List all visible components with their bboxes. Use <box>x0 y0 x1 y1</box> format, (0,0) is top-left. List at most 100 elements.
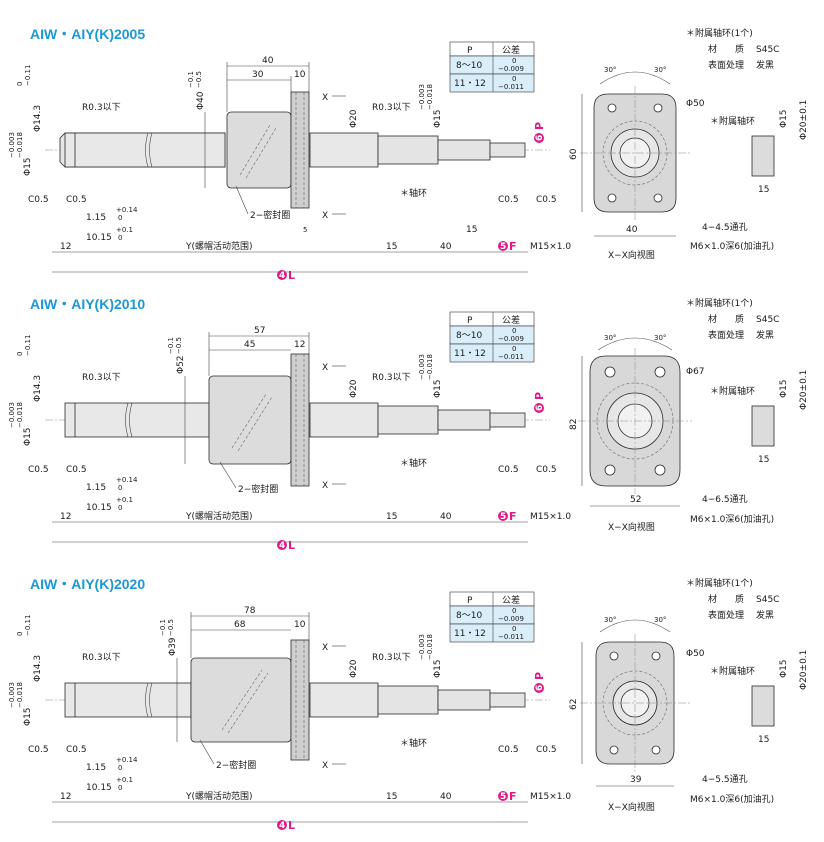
svg-text:+0.14: +0.14 <box>116 476 138 484</box>
svg-text:Φ20±0.1: Φ20±0.1 <box>799 370 809 410</box>
dim-d15-right: Φ15 <box>433 109 443 128</box>
svg-text:＊轴环: ＊轴环 <box>400 737 427 749</box>
shaft-dimensions: 0 −0.11 Φ14.3 −0.003 −0.018 Φ15 R0.3以下 R… <box>8 615 571 832</box>
svg-text:M15×1.0: M15×1.0 <box>530 242 571 252</box>
svg-text:11・12: 11・12 <box>454 349 486 359</box>
svg-text:0: 0 <box>118 484 122 492</box>
svg-text:R0.3以下: R0.3以下 <box>372 103 411 113</box>
seal-label: 2−密封圈 <box>216 759 256 771</box>
height-dim: 60 <box>569 148 579 160</box>
svg-text:15: 15 <box>758 455 769 465</box>
tolerance-table: P 公差 8〜10 11・12 0 −0.009 0 −0.011 <box>449 311 535 363</box>
svg-text:−0.11: −0.11 <box>24 615 32 636</box>
svg-text:5: 5 <box>500 242 506 252</box>
svg-text:Φ14.3: Φ14.3 <box>33 375 43 402</box>
svg-text:30°: 30° <box>654 334 666 342</box>
svg-text:F: F <box>509 790 517 803</box>
svg-text:0: 0 <box>118 234 122 242</box>
svg-text:+0.1: +0.1 <box>116 226 133 234</box>
svg-text:＊附属轴环: ＊附属轴环 <box>710 115 755 127</box>
svg-text:0: 0 <box>512 345 516 353</box>
shaft-dimensions: 0 −0.11 Φ14.3 −0.003 −0.018 Φ15 R0.3以下 R… <box>8 65 571 282</box>
svg-text:表面处理: 表面处理 <box>708 59 744 71</box>
svg-text:−0.5: −0.5 <box>167 619 175 636</box>
svg-text:C0.5: C0.5 <box>66 745 87 755</box>
dim-nut-dia: Φ39 <box>168 637 178 656</box>
width-dim: 40 <box>626 225 638 235</box>
svg-text:−0.11: −0.11 <box>24 65 32 86</box>
seal-label: 2−密封圈 <box>250 209 290 221</box>
dim-nut-body: 68 <box>234 620 246 630</box>
svg-text:−0.011: −0.011 <box>498 633 524 641</box>
svg-text:公差: 公差 <box>502 594 520 606</box>
svg-text:+0.14: +0.14 <box>116 756 138 764</box>
svg-text:Φ15: Φ15 <box>23 427 33 446</box>
svg-text:−0.009: −0.009 <box>498 335 524 343</box>
svg-text:材 质: 材 质 <box>708 43 744 55</box>
svg-text:P: P <box>467 596 473 606</box>
svg-text:P: P <box>467 46 473 56</box>
svg-text:12: 12 <box>60 792 71 802</box>
svg-text:X: X <box>322 211 328 221</box>
attached-collar: ＊附属轴环(1个) 材 质 S45C 表面处理 发黑 ＊附属轴环 Φ15 Φ20… <box>686 297 809 465</box>
width-dim: 39 <box>630 775 642 785</box>
svg-text:发黑: 发黑 <box>756 609 774 621</box>
svg-text:0: 0 <box>512 607 516 615</box>
svg-text:Φ20±0.1: Φ20±0.1 <box>799 650 809 690</box>
svg-text:6: 6 <box>535 135 545 141</box>
svg-text:Y(螺帽活动范围): Y(螺帽活动范围) <box>185 510 253 522</box>
view-label: X−X向视图 <box>608 249 655 261</box>
svg-text:0: 0 <box>512 625 516 633</box>
attached-collar: ＊附属轴环(1个) 材 质 S45C 表面处理 发黑 ＊附属轴环 Φ15 Φ20… <box>686 577 809 745</box>
svg-text:＊附属轴环(1个): ＊附属轴环(1个) <box>686 577 753 589</box>
ball-screw-shaft <box>45 682 550 718</box>
svg-text:11・12: 11・12 <box>454 629 486 639</box>
ball-nut <box>226 91 310 209</box>
oil-hole-label: M6×1.0深6(加油孔) <box>690 240 774 252</box>
holes-label: 4−6.5通孔 <box>702 494 748 505</box>
svg-text:P: P <box>533 672 546 680</box>
svg-text:S45C: S45C <box>756 315 779 325</box>
svg-text:表面处理: 表面处理 <box>708 329 744 341</box>
height-dim: 62 <box>569 699 579 710</box>
holes-label: 4−4.5通孔 <box>702 222 748 233</box>
dim-flange: 12 <box>294 340 305 350</box>
view-label: X−X向视图 <box>608 801 655 813</box>
svg-text:0: 0 <box>16 82 24 86</box>
svg-text:C0.5: C0.5 <box>536 195 557 205</box>
svg-text:−0.018: −0.018 <box>16 682 24 708</box>
svg-text:R0.3以下: R0.3以下 <box>82 653 121 663</box>
dim-nut-dia: Φ40 <box>196 91 206 110</box>
svg-text:C0.5: C0.5 <box>498 465 519 475</box>
dim-nut-total: 57 <box>254 326 265 336</box>
svg-text:0: 0 <box>16 352 24 356</box>
panel-2020: AIW・AIY(K)2020 78 <box>0 570 824 832</box>
svg-text:P: P <box>467 316 473 326</box>
svg-text:−0.003: −0.003 <box>418 634 426 660</box>
svg-text:Φ14.3: Φ14.3 <box>33 655 43 682</box>
svg-text:X: X <box>322 481 328 491</box>
dim-d20: Φ20 <box>349 109 359 128</box>
svg-text:15: 15 <box>758 735 769 745</box>
svg-text:4: 4 <box>279 271 285 281</box>
svg-text:−0.003: −0.003 <box>8 132 16 158</box>
svg-text:X: X <box>322 643 328 653</box>
svg-text:F: F <box>509 240 517 253</box>
svg-text:12: 12 <box>60 242 71 252</box>
ball-nut <box>190 639 310 761</box>
panel-svg: AIW・AIY(K)2010 57 <box>8 296 809 552</box>
svg-text:0: 0 <box>118 504 122 512</box>
oil-hole-label: M6×1.0深6(加油孔) <box>690 793 774 805</box>
section-marks: X X <box>322 643 346 771</box>
svg-text:C0.5: C0.5 <box>28 465 49 475</box>
svg-text:−0.003: −0.003 <box>8 402 16 428</box>
svg-text:−0.018: −0.018 <box>426 634 434 660</box>
dim-nut-dia: Φ52 <box>176 355 186 374</box>
svg-text:4: 4 <box>279 821 285 831</box>
section-marks: X X <box>322 93 346 221</box>
svg-text:0: 0 <box>16 632 24 636</box>
svg-text:Φ15: Φ15 <box>779 659 789 678</box>
svg-text:+0.14: +0.14 <box>116 206 138 214</box>
svg-text:8〜10: 8〜10 <box>456 61 482 71</box>
dim-nut-body: 45 <box>244 340 255 350</box>
